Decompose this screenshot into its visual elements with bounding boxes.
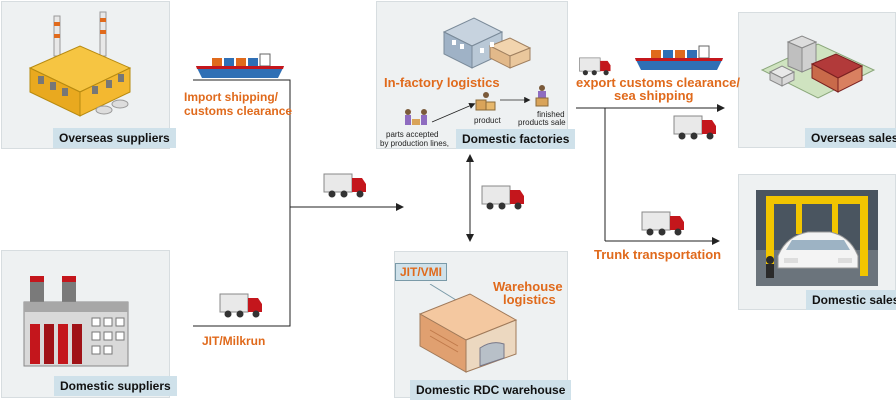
truck-icon-trunk: [641, 211, 684, 236]
truck-icon-jit: [219, 293, 262, 318]
warehouse-logistics-label-line2: logistics: [503, 292, 556, 307]
jit-vmi-tag: JIT/VMI: [395, 263, 448, 281]
export-label-line1: export customs clearance/: [576, 75, 741, 90]
truck-icon-export-small: [579, 57, 611, 76]
trunk-transportation-label: Trunk transportation: [594, 247, 722, 262]
finished-label-line1: finished: [537, 110, 565, 119]
overseas-sales-caption: Overseas sales: [805, 128, 896, 148]
parts-accepted-line1: parts accepted: [386, 130, 439, 139]
export-label-line2: sea shipping: [614, 88, 694, 103]
overseas-sales-city-icon: [760, 35, 876, 99]
domestic-sales-caption: Domestic sales: [806, 290, 896, 310]
finished-products-icon: [535, 85, 549, 107]
truck-icon-main: [323, 173, 366, 198]
finished-label-line2: products sale: [518, 118, 566, 127]
export-ship-icon: [635, 45, 723, 70]
domestic-factories-caption: Domestic factories: [456, 129, 576, 149]
truck-icon-overseas-sales: [673, 115, 716, 140]
warehouse-icon: [418, 284, 518, 373]
domestic-sales-car-plant-icon: [756, 190, 878, 286]
domestic-factory-icon: [442, 17, 532, 69]
truck-icon-factory-warehouse: [481, 185, 524, 210]
jit-milkrun-label: JIT/Milkrun: [202, 334, 266, 348]
in-factory-logistics-label: In-factory logistics: [384, 75, 500, 90]
import-ship-icon: [196, 53, 284, 78]
product-boxes-icon: [475, 92, 496, 111]
overseas-factory-icon: [28, 11, 132, 117]
import-shipping-label-line2: customs clearance: [184, 104, 293, 118]
domestic-rdc-warehouse-caption: Domestic RDC warehouse: [410, 380, 572, 400]
domestic-supplier-building-icon: [23, 276, 129, 367]
workers-icon: [405, 109, 427, 125]
import-shipping-label-line1: Import shipping/: [184, 90, 278, 104]
warehouse-logistics-label-line1: Warehouse: [493, 279, 563, 294]
parts-accepted-line2: by production lines,: [380, 139, 449, 148]
import-flow-line: [193, 79, 291, 327]
overseas-suppliers-caption: Overseas suppliers: [53, 128, 176, 148]
domestic-suppliers-caption: Domestic suppliers: [54, 376, 177, 396]
product-label: product: [474, 116, 501, 125]
